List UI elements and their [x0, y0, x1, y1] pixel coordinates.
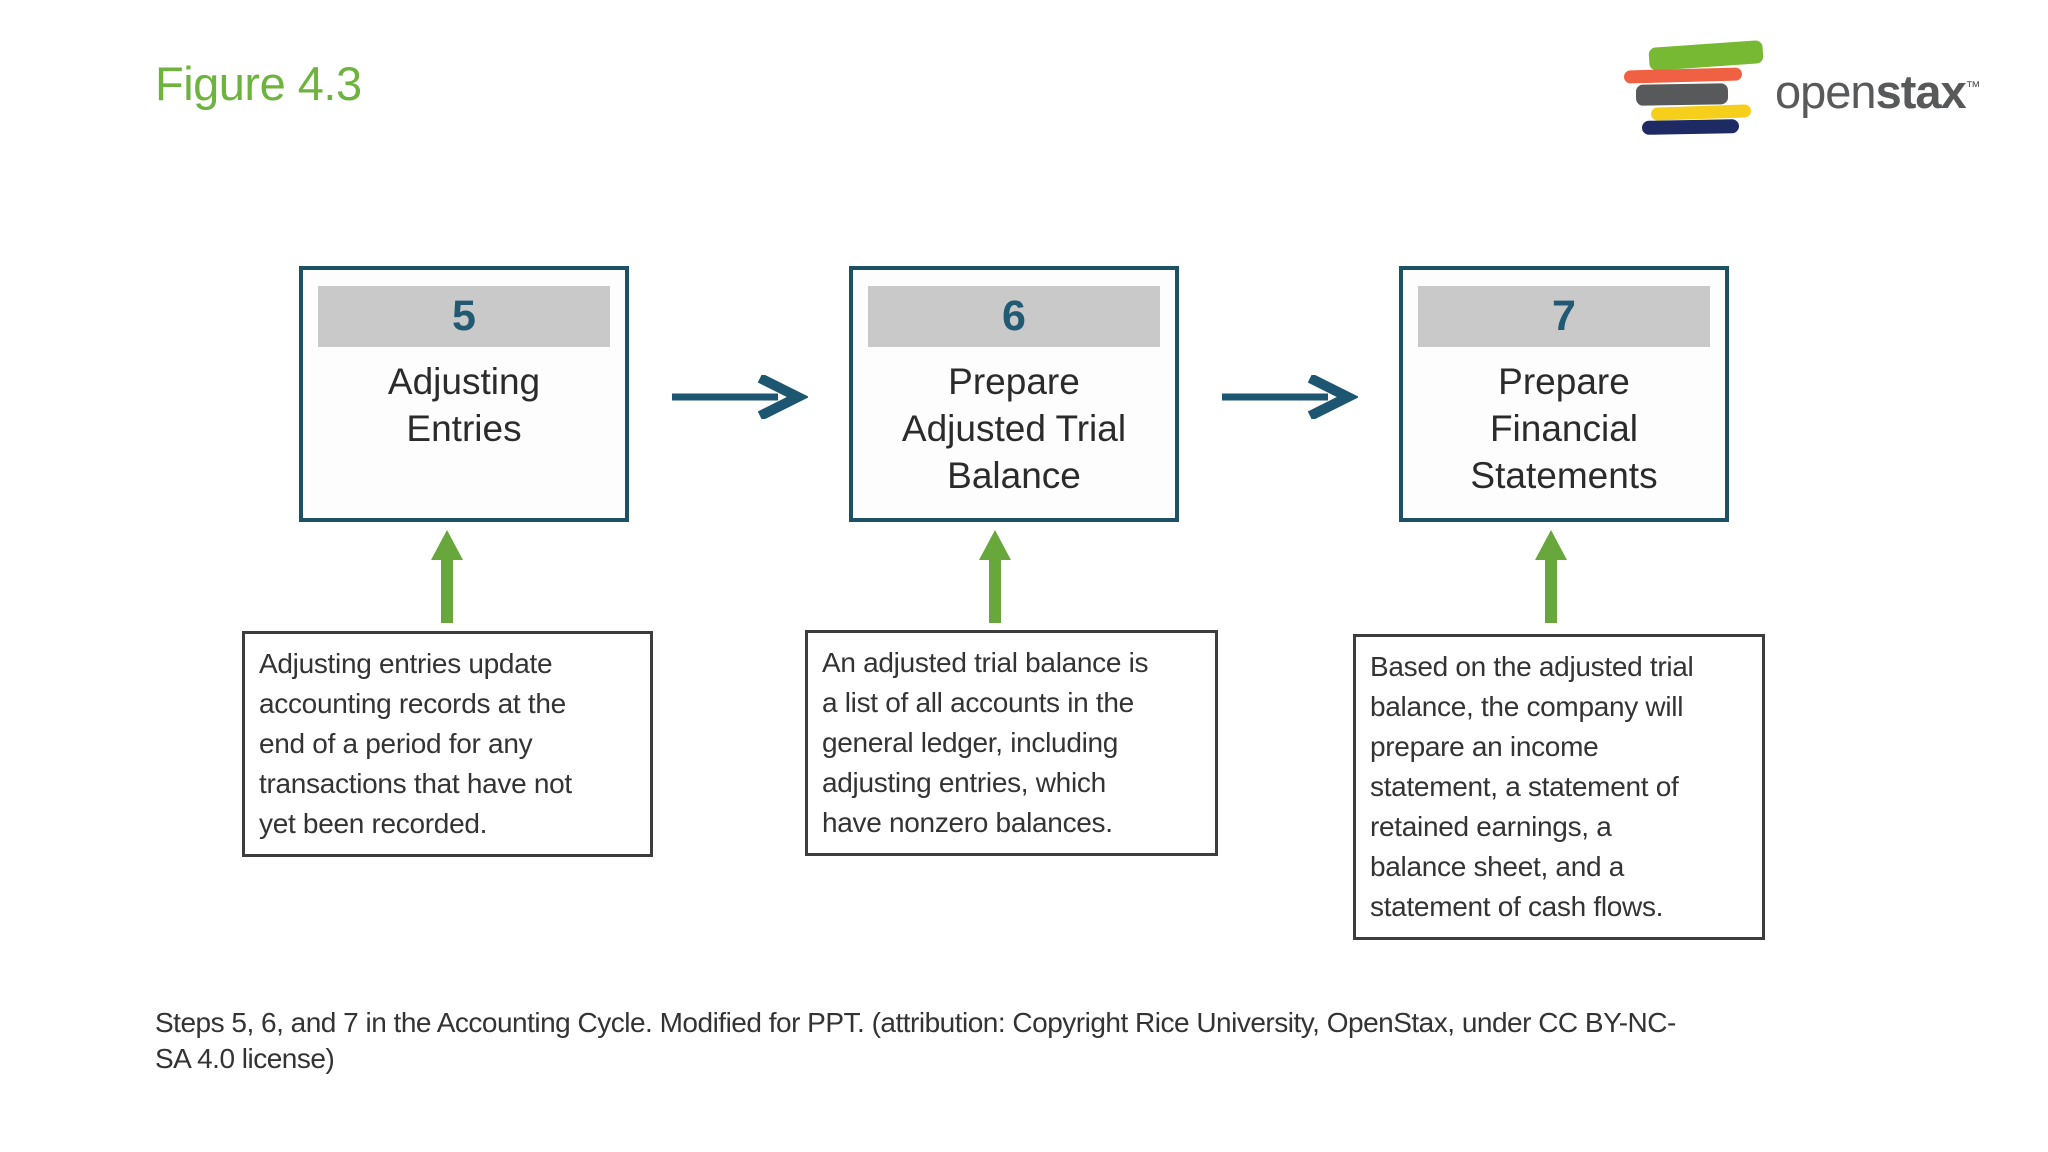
description-box-5: Adjusting entries update accounting reco… — [242, 631, 653, 857]
openstax-wordmark: openstax™ — [1775, 64, 1981, 119]
step-number-7: 7 — [1418, 286, 1710, 347]
logo-book-gray-icon — [1635, 83, 1729, 106]
flow-arrow-right-icon — [1222, 375, 1358, 419]
step-box-6: 6 Prepare Adjusted Trial Balance — [849, 266, 1179, 522]
up-arrow-icon — [431, 530, 463, 623]
attribution-caption: Steps 5, 6, and 7 in the Accounting Cycl… — [155, 1007, 1676, 1074]
description-box-7: Based on the adjusted trial balance, the… — [1353, 634, 1765, 940]
flow-arrow-right-icon — [672, 375, 808, 419]
step-title-5: Adjusting Entries — [387, 361, 541, 449]
up-arrow-icon — [1535, 530, 1567, 623]
wordmark-open: open — [1775, 65, 1877, 118]
figure-title: Figure 4.3 — [155, 57, 362, 110]
step-number-5: 5 — [318, 286, 610, 347]
logo-book-orange-icon — [1623, 67, 1743, 84]
trademark-symbol: ™ — [1965, 78, 1981, 96]
step-box-7: 7 Prepare Financial Statements — [1399, 266, 1729, 522]
step-number-6: 6 — [868, 286, 1160, 347]
step-box-5: 5 Adjusting Entries — [299, 266, 629, 522]
up-arrow-icon — [979, 530, 1011, 623]
logo-book-navy-icon — [1641, 119, 1740, 135]
wordmark-stax: stax — [1875, 65, 1967, 118]
step-title-6: Prepare Adjusted Trial Balance — [901, 361, 1127, 496]
openstax-logo: openstax™ — [1622, 38, 2032, 143]
description-box-6: An adjusted trial balance is a list of a… — [805, 630, 1218, 856]
logo-book-green-icon — [1648, 40, 1764, 71]
logo-book-yellow-icon — [1650, 104, 1752, 121]
step-title-7: Prepare Financial Statements — [1470, 361, 1658, 496]
